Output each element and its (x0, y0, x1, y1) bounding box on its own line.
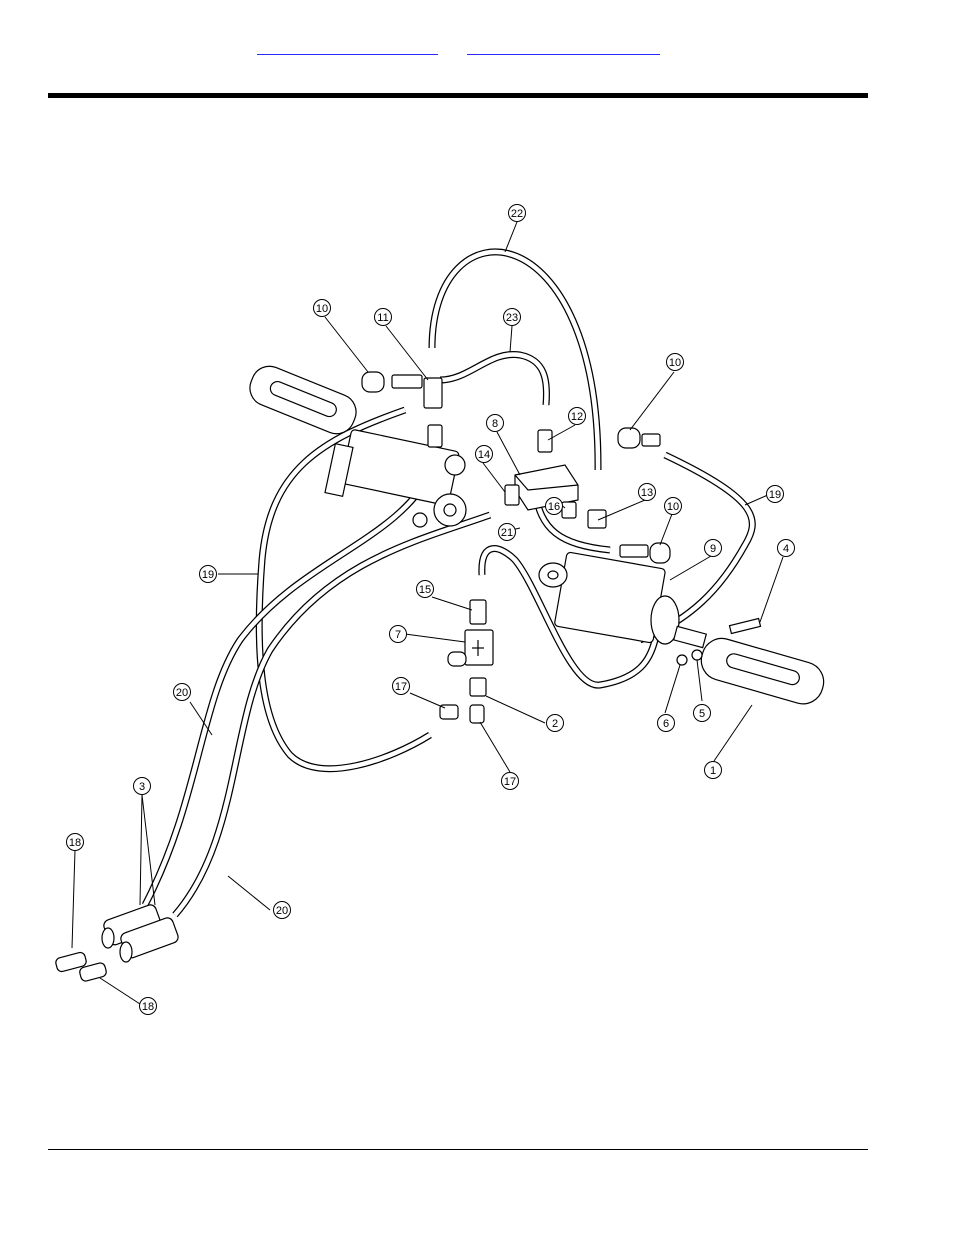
callout-label: 11 (377, 312, 388, 324)
callout-c9: 9 (704, 539, 722, 557)
hose-23 (439, 350, 550, 406)
callout-c22: 22 (508, 204, 526, 222)
callout-c20a: 20 (173, 683, 191, 701)
callout-label: 19 (769, 489, 781, 501)
callout-c23: 23 (503, 308, 521, 326)
callout-c6: 6 (657, 714, 675, 732)
right-cylinder (538, 551, 708, 649)
callout-c11: 11 (374, 308, 392, 326)
callout-c21: 21 (498, 523, 516, 541)
callout-label: 2 (552, 718, 558, 730)
callout-label: 1 (710, 765, 716, 777)
callout-label: 8 (492, 418, 498, 430)
callout-label: 16 (548, 501, 560, 513)
callout-label: 4 (783, 543, 789, 555)
callout-label: 15 (419, 584, 431, 596)
callout-label: 5 (699, 708, 705, 720)
header-link-left[interactable] (257, 38, 438, 55)
callout-c10b: 10 (666, 353, 684, 371)
callout-label: 17 (395, 681, 407, 693)
callout-label: 3 (139, 781, 145, 793)
callout-c13: 13 (638, 483, 656, 501)
callout-c20b: 20 (273, 901, 291, 919)
elbow-fitting-right (617, 427, 661, 449)
callout-label: 18 (69, 837, 81, 849)
callout-c12: 12 (568, 407, 586, 425)
callout-c10a: 10 (313, 299, 331, 317)
callout-label: 6 (663, 718, 669, 730)
elbow-fitting-top (361, 371, 423, 393)
callouts: 1234567891010101112131415161717181819192… (66, 204, 795, 1015)
callout-label: 17 (504, 776, 516, 788)
hoses (141, 248, 756, 918)
callout-label: 20 (276, 905, 288, 917)
callout-c19a: 19 (199, 565, 217, 583)
quick-couplers (101, 904, 179, 963)
tee-fitting (447, 629, 494, 667)
leader-lines (71, 221, 784, 1005)
callout-label: 10 (667, 501, 679, 513)
callout-label: 10 (669, 357, 681, 369)
callout-c8: 8 (486, 414, 504, 432)
left-clevis-bracket (249, 365, 357, 435)
callout-label: 18 (142, 1001, 154, 1013)
dust-plugs (55, 951, 107, 982)
pin (728, 617, 762, 635)
hose-22 (428, 248, 602, 471)
components (55, 365, 825, 982)
header-link-right[interactable] (467, 38, 660, 55)
callout-c5: 5 (693, 704, 711, 722)
callout-label: 7 (395, 629, 401, 641)
callout-label: 19 (202, 569, 214, 581)
callout-c17b: 17 (501, 772, 519, 790)
callout-c2: 2 (546, 714, 564, 732)
callout-c19b: 19 (766, 485, 784, 503)
callout-label: 9 (710, 543, 716, 555)
footer-rule (48, 1149, 868, 1150)
callout-label: 12 (571, 411, 583, 423)
callout-label: 23 (506, 312, 518, 324)
left-cylinder (324, 429, 467, 528)
callout-label: 22 (511, 208, 523, 220)
callout-c18a: 18 (66, 833, 84, 851)
callout-c7: 7 (389, 625, 407, 643)
header-rule (48, 93, 868, 98)
callout-c15: 15 (416, 580, 434, 598)
callout-c16: 16 (545, 497, 563, 515)
callout-c14: 14 (475, 445, 493, 463)
callout-label: 21 (501, 527, 513, 539)
callout-c10c: 10 (664, 497, 682, 515)
callout-c17a: 17 (392, 677, 410, 695)
callout-label: 20 (176, 687, 188, 699)
right-clevis-bracket (700, 637, 825, 705)
callout-c4: 4 (777, 539, 795, 557)
callout-label: 10 (316, 303, 328, 315)
callout-c18b: 18 (139, 997, 157, 1015)
callout-c1: 1 (704, 761, 722, 779)
callout-label: 14 (478, 449, 490, 461)
elbow-fitting-center (619, 542, 671, 564)
callout-label: 13 (641, 487, 653, 499)
callout-c3: 3 (133, 777, 151, 795)
